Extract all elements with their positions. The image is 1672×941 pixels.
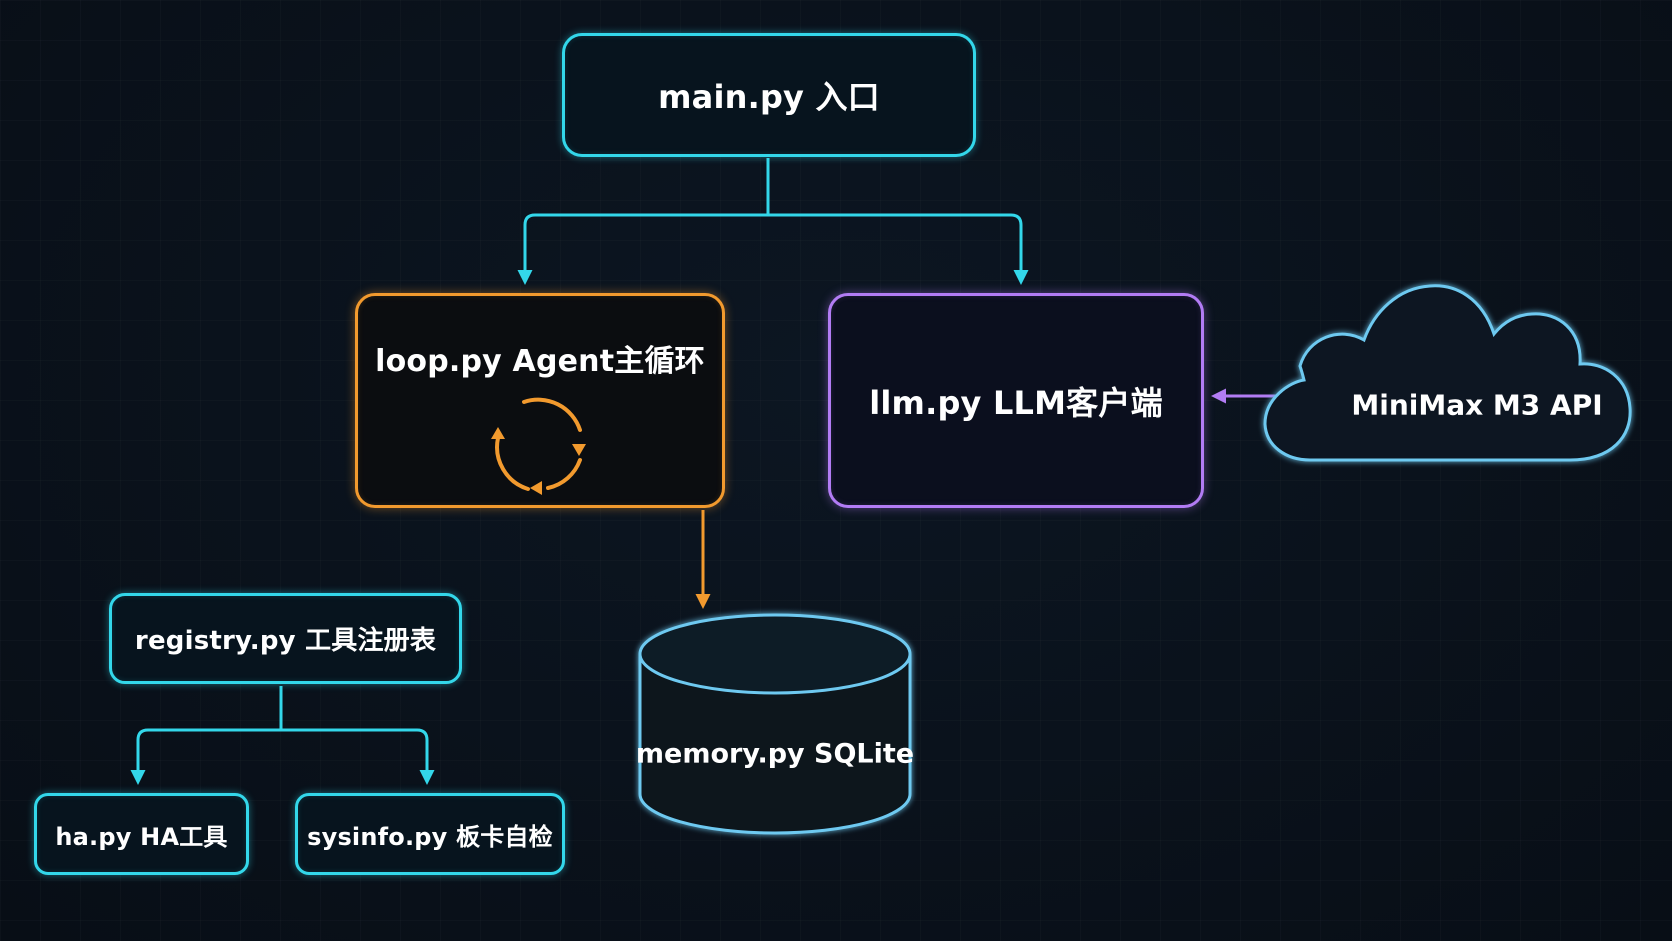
tool-registry-label: registry.py 工具注册表 — [134, 626, 437, 656]
sysinfo-label: sysinfo.py 板卡自检 — [307, 822, 553, 851]
connector-main-to-loop — [517, 158, 770, 285]
tool-registry-node: registry.py 工具注册表 — [109, 593, 462, 684]
connector-registry-to-ha — [130, 686, 283, 785]
sysinfo-node: sysinfo.py 板卡自检 — [295, 793, 565, 875]
llm-client-label: llm.py LLM客户端 — [869, 383, 1163, 422]
main-entry-node: main.py 入口 — [562, 33, 976, 157]
refresh-cycle-icon — [491, 397, 586, 495]
minimax-api-label: MiniMax M3 API — [1351, 388, 1603, 422]
memory-sqlite-label: memory.py SQLite — [635, 738, 915, 770]
main-entry-label: main.py 入口 — [658, 78, 880, 116]
agent-loop-label: loop.py Agent主循环 — [375, 344, 705, 379]
database-cylinder-icon — [638, 613, 912, 835]
cloud-icon — [1263, 284, 1632, 462]
llm-client-node: llm.py LLM客户端 — [828, 293, 1204, 508]
ha-tool-node: ha.py HA工具 — [34, 793, 249, 875]
connector-registry-to-sysinfo — [281, 728, 435, 785]
ha-tool-label: ha.py HA工具 — [55, 822, 228, 851]
connector-main-to-llm — [768, 213, 1029, 285]
